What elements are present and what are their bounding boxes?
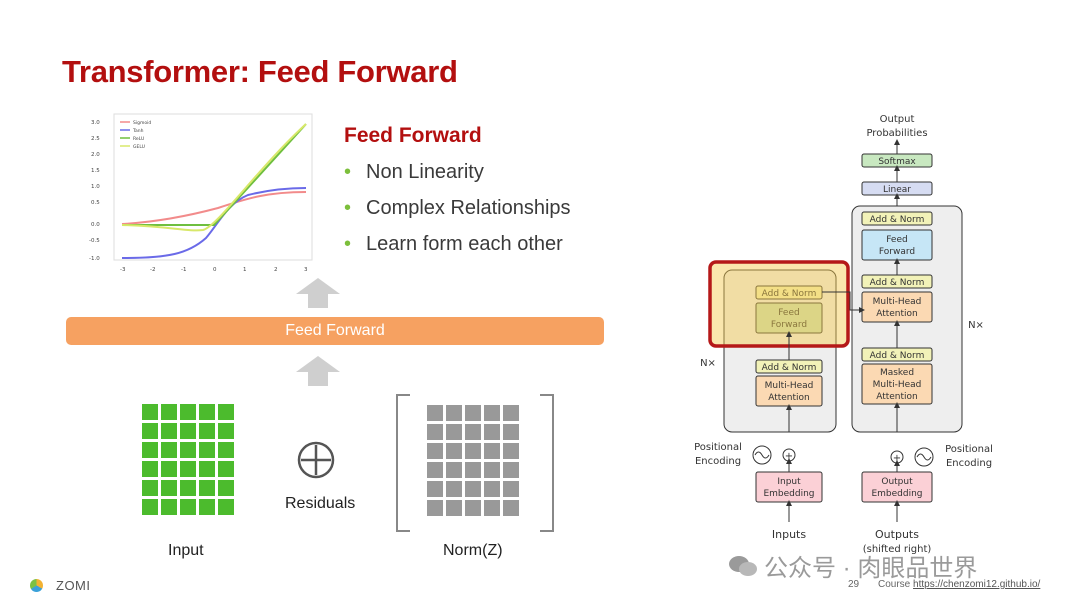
svg-text:Tanh: Tanh [132, 128, 144, 134]
y-tick: 0.0 [91, 222, 100, 228]
svg-text:(shifted right): (shifted right) [863, 544, 932, 555]
svg-text:ReLU: ReLU [133, 136, 144, 142]
residuals-label: Residuals [285, 495, 356, 512]
positional-encoding-label: Positional [945, 444, 993, 455]
add-norm-box: Add & Norm [762, 363, 817, 373]
feed-forward-heading: Feed Forward [344, 124, 482, 147]
input-matrix [142, 404, 234, 515]
svg-text:Forward: Forward [879, 247, 915, 257]
add-norm-box: Add & Norm [870, 215, 925, 225]
svg-text:Embedding: Embedding [871, 489, 922, 499]
add-norm-box: Add & Norm [870, 351, 925, 361]
bullet-item: •Learn form each other [344, 233, 563, 255]
y-tick: 1.0 [91, 184, 100, 190]
svg-text:Forward: Forward [771, 320, 807, 330]
norm-label: Norm(Z) [443, 542, 503, 559]
wechat-icon [729, 555, 757, 576]
svg-text:Attention: Attention [876, 392, 918, 402]
matrix-bracket-right [540, 394, 554, 532]
masked-attention-box: Masked [880, 368, 914, 378]
page-number: 29 [848, 579, 860, 590]
y-tick: 2.5 [91, 136, 100, 142]
slide-title: Transformer: Feed Forward [62, 54, 458, 89]
input-embedding-box: Input [777, 477, 801, 487]
y-tick: -0.5 [89, 238, 100, 244]
output-probabilities-label: Output [880, 114, 915, 125]
positional-encoding-label: Positional [694, 442, 742, 453]
relu-curve [122, 123, 307, 226]
y-tick: 1.5 [91, 168, 100, 174]
activation-function-chart: 3.0 2.5 2.0 1.5 1.0 0.5 0.0 -0.5 -1.0 -3… [89, 113, 313, 273]
x-tick: 0 [213, 267, 217, 273]
feed-forward-box: Feed [778, 308, 799, 318]
svg-text:+: + [893, 453, 901, 464]
zomi-logo-icon [30, 579, 43, 592]
svg-text:Multi-Head: Multi-Head [873, 380, 922, 390]
transformer-architecture-diagram: Output Probabilities Softmax Linear Add … [694, 114, 993, 555]
svg-text:Probabilities: Probabilities [866, 128, 927, 139]
x-tick: 1 [243, 267, 247, 273]
multi-head-attention-box: Multi-Head [765, 381, 814, 391]
x-tick: 3 [304, 267, 308, 273]
x-tick: -3 [120, 267, 126, 273]
bullet-item: •Complex Relationships [344, 197, 571, 219]
chart-legend: Sigmoid Tanh ReLU GELU [120, 120, 151, 150]
encoder-nx-label: N× [700, 358, 716, 369]
x-tick: -1 [181, 267, 186, 273]
linear-box: Linear [883, 185, 911, 195]
wechat-watermark: 公众号 · 肉眼品世界 [728, 548, 977, 583]
add-norm-box: Add & Norm [870, 278, 925, 288]
svg-text:Embedding: Embedding [763, 489, 814, 499]
up-arrow-icon [296, 278, 340, 308]
bullet-item: •Non Linearity [344, 161, 484, 183]
x-tick: 2 [274, 267, 278, 273]
outputs-label: Outputs [875, 528, 919, 541]
multi-head-attention-box: Multi-Head [873, 297, 922, 307]
y-tick: 2.0 [91, 152, 100, 158]
norm-matrix [427, 405, 519, 516]
y-tick: 0.5 [91, 200, 100, 206]
feed-forward-box: Feed [886, 235, 907, 245]
gelu-curve [121, 123, 307, 232]
svg-text:Encoding: Encoding [695, 456, 741, 467]
softmax-box: Softmax [878, 157, 916, 167]
output-embedding-box: Output [881, 477, 913, 487]
add-norm-box: Add & Norm [762, 289, 817, 299]
svg-text:Attention: Attention [768, 393, 810, 403]
svg-text:Encoding: Encoding [946, 458, 992, 469]
course-link-text: Course https://chenzomi12.github.io/ [878, 579, 1041, 590]
y-tick: -1.0 [89, 256, 100, 262]
matrix-bracket-left [396, 394, 410, 532]
svg-text:GELU: GELU [133, 144, 145, 150]
up-arrow-icon [296, 356, 340, 386]
course-url-link[interactable]: https://chenzomi12.github.io/ [913, 579, 1041, 590]
svg-text:Sigmoid: Sigmoid [133, 120, 151, 126]
x-tick: -2 [150, 267, 155, 273]
decoder-nx-label: N× [968, 320, 984, 331]
plus-circle-icon [297, 441, 335, 479]
feed-forward-bar: Feed Forward [66, 317, 604, 345]
footer-brand: ZOMI [56, 578, 91, 593]
inputs-label: Inputs [772, 528, 806, 541]
y-tick: 3.0 [91, 120, 100, 126]
sigmoid-curve [121, 191, 307, 225]
svg-text:Attention: Attention [876, 309, 918, 319]
highlight-box [708, 260, 850, 348]
svg-text:+: + [785, 451, 793, 462]
input-label: Input [168, 542, 204, 559]
